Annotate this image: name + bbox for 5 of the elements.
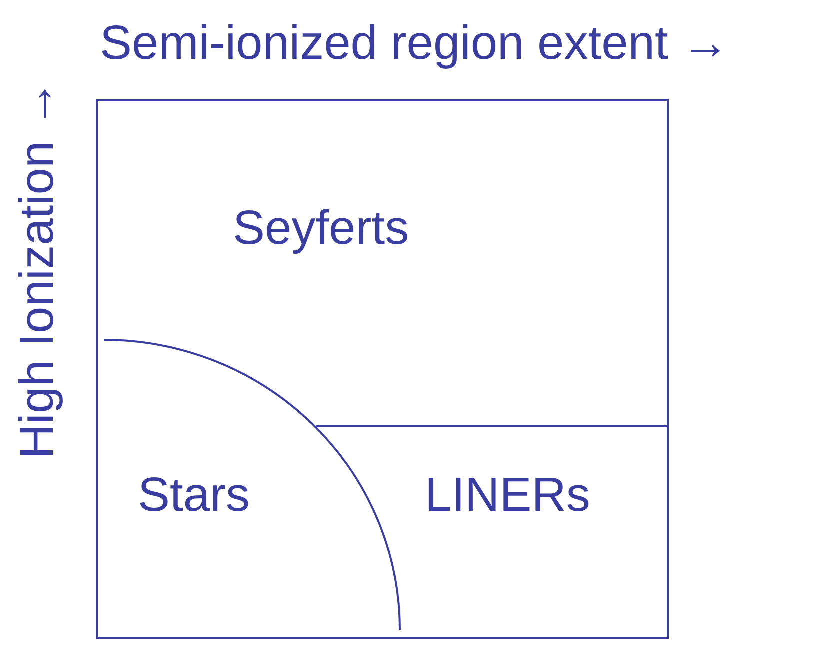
axis-title: Semi-ionized region extent → xyxy=(100,20,730,68)
region-label: Seyferts xyxy=(233,205,410,253)
axis-title: High Ionization → xyxy=(14,80,62,459)
region-label: LINERs xyxy=(425,472,590,520)
region-label: Stars xyxy=(138,472,250,520)
